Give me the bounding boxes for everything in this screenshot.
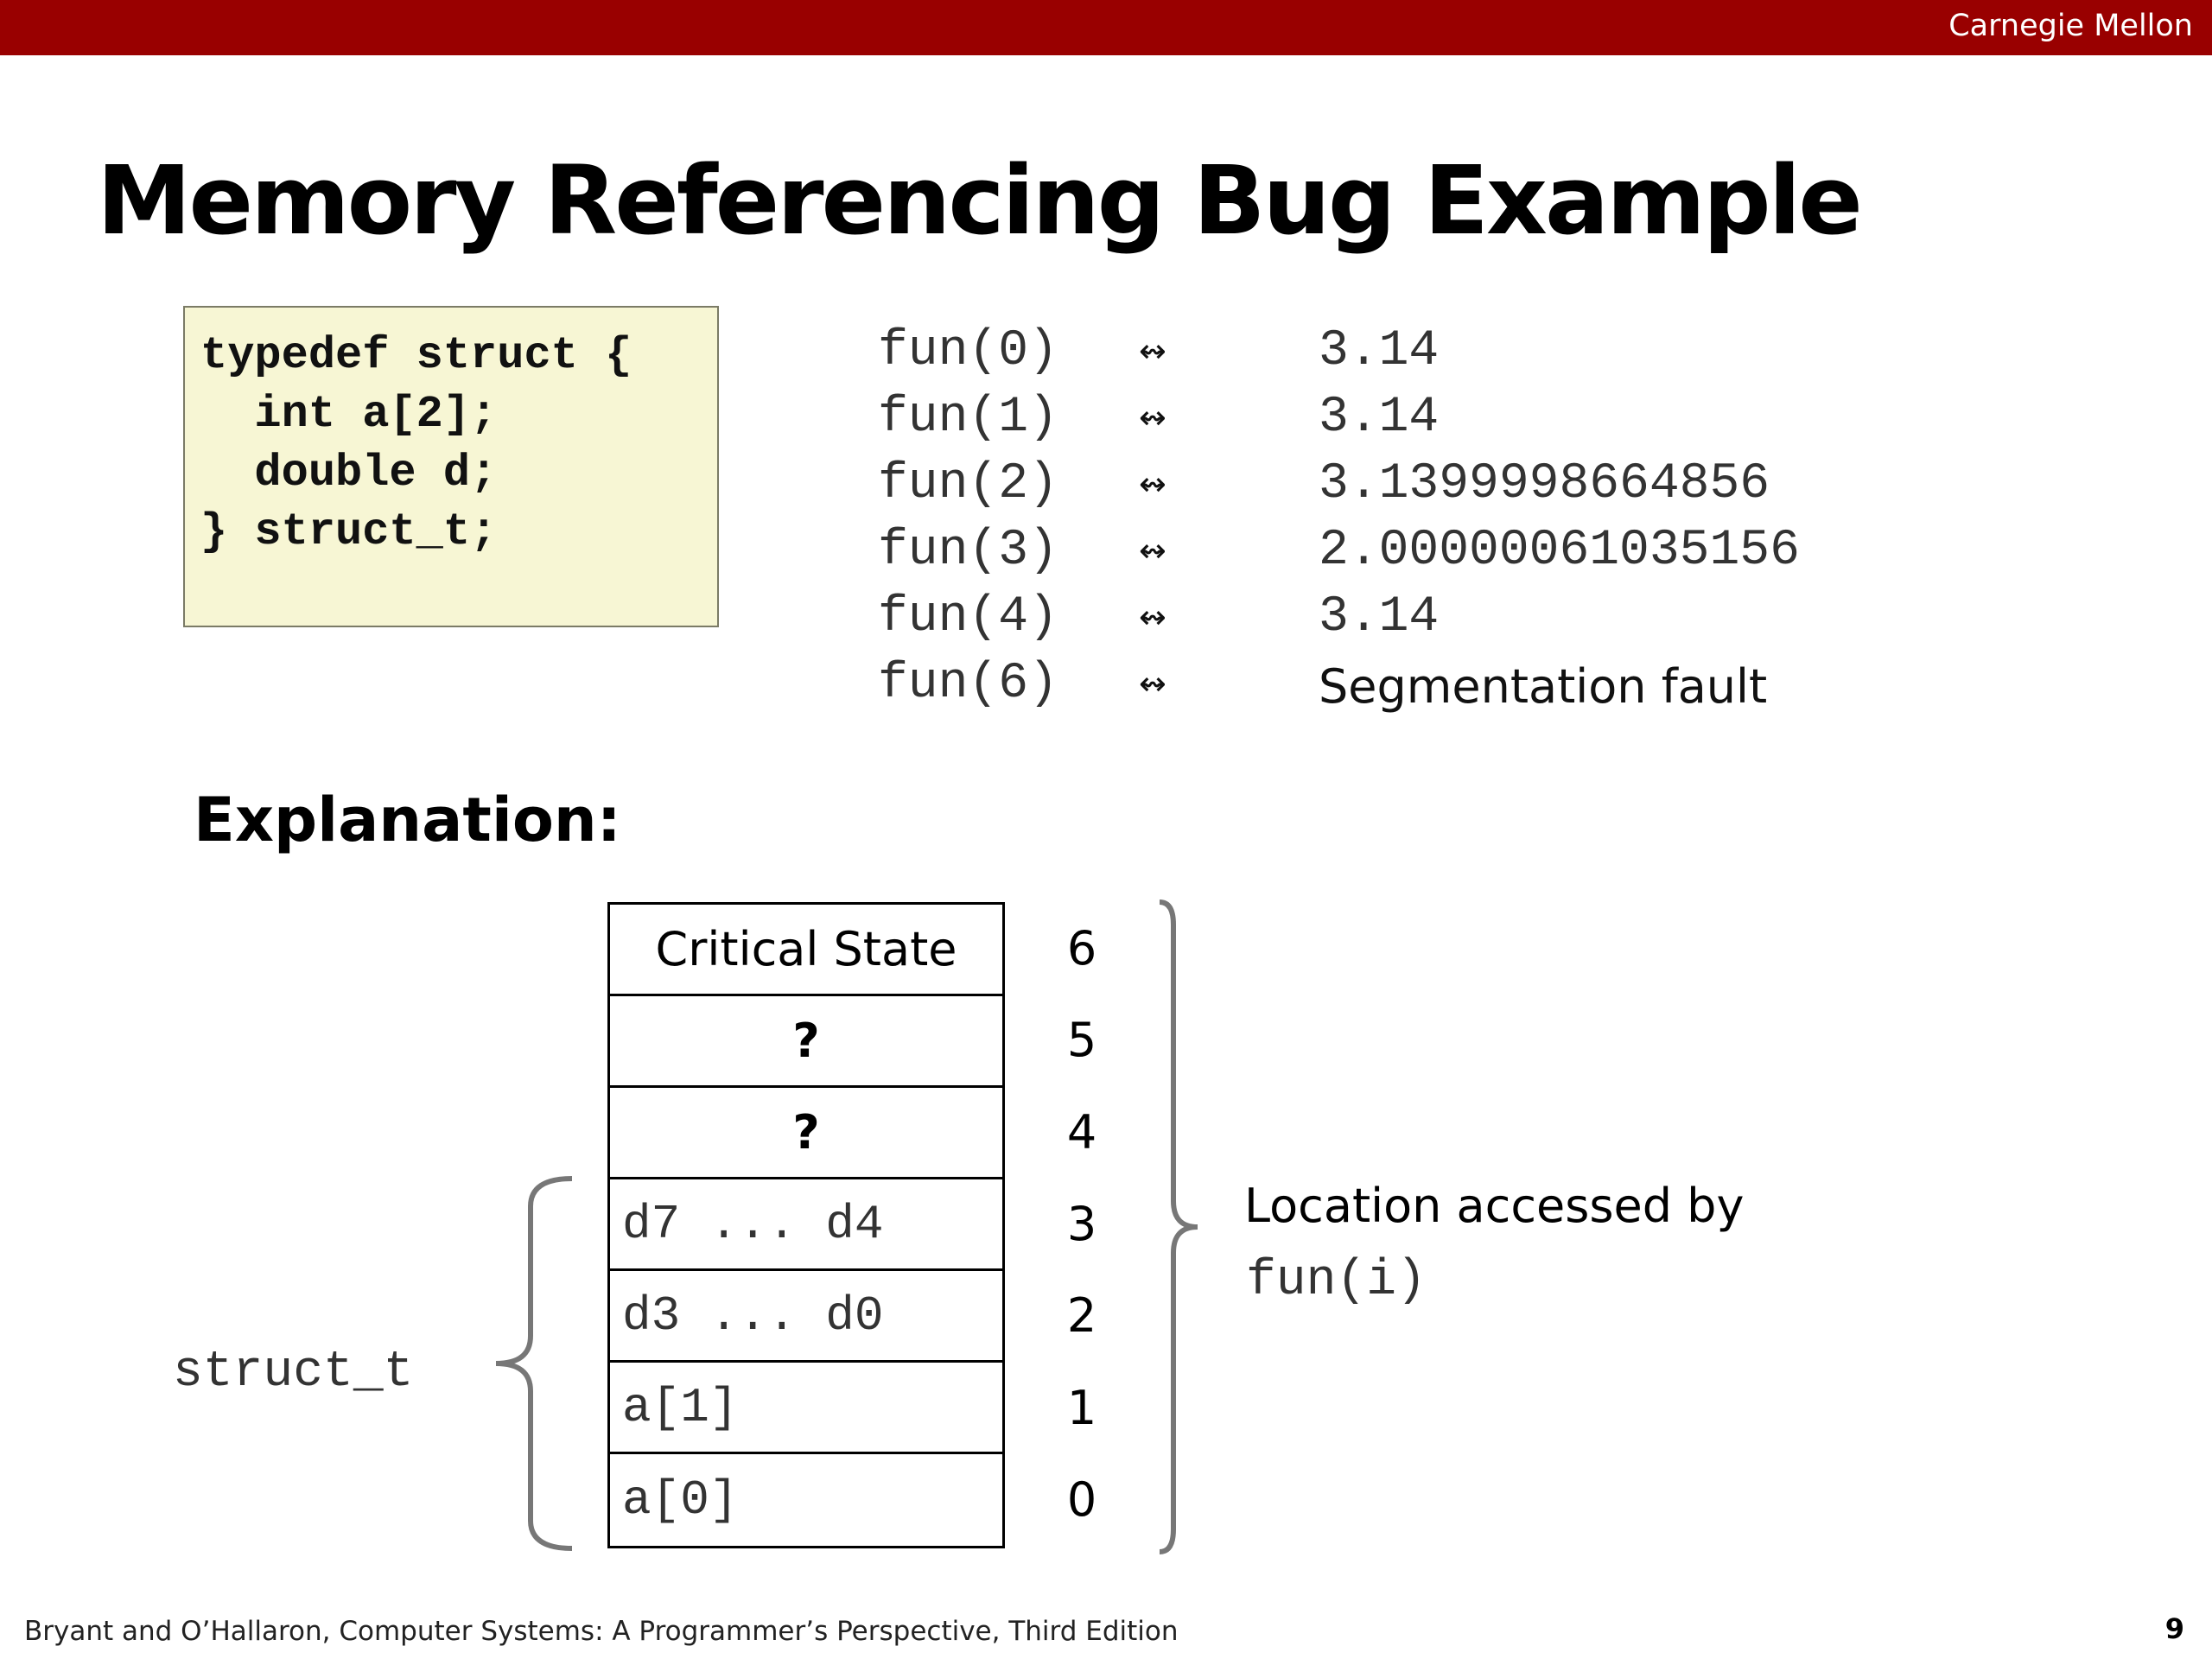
result-call: fun(1): [878, 390, 1058, 446]
result-call: fun(3): [878, 523, 1058, 579]
result-value: 3.14: [1319, 589, 1440, 645]
footer-citation: Bryant and O’Hallaron, Computer Systems:…: [24, 1616, 1179, 1647]
memory-index: 6: [1066, 921, 1097, 976]
result-call: fun(6): [878, 656, 1058, 712]
brand-label: Carnegie Mellon: [1948, 9, 2193, 43]
result-value: 3.1399998664856: [1319, 456, 1770, 512]
leads-to-icon: ↭: [1139, 531, 1166, 569]
leads-to-icon: ↭: [1139, 398, 1166, 436]
memory-index: 3: [1066, 1196, 1097, 1251]
memory-index: 5: [1066, 1013, 1097, 1068]
memory-cell: a[0]: [622, 1472, 739, 1528]
header-bar: Carnegie Mellon: [0, 0, 2212, 55]
memory-index: 1: [1066, 1380, 1097, 1435]
result-value: 3.14: [1319, 323, 1440, 379]
memory-cell: Critical State: [610, 905, 1002, 996]
result-call: fun(0): [878, 323, 1058, 379]
memory-cell: a[1]: [610, 1363, 1002, 1454]
location-code: fun(i): [1246, 1253, 1427, 1309]
leads-to-icon: ↭: [1139, 332, 1166, 370]
result-call: fun(4): [878, 589, 1058, 645]
leads-to-icon: ↭: [1139, 664, 1166, 702]
leads-to-icon: ↭: [1139, 598, 1166, 636]
memory-index: 4: [1066, 1104, 1097, 1160]
result-call: fun(2): [878, 456, 1058, 512]
struct-code-box: typedef struct { int a[2]; double d; } s…: [183, 306, 719, 627]
memory-cell: d7 ... d4: [610, 1179, 1002, 1271]
right-brace: [1159, 899, 1198, 1554]
page-number: 9: [2164, 1612, 2184, 1645]
memory-cell: ?: [610, 996, 1002, 1088]
struct-code: typedef struct { int a[2]; double d; } s…: [200, 330, 632, 557]
location-label: Location accessed by: [1244, 1179, 1745, 1233]
left-brace: [495, 1176, 573, 1551]
memory-index: 0: [1066, 1471, 1097, 1527]
explanation-heading: Explanation:: [194, 785, 621, 855]
result-value: Segmentation fault: [1319, 659, 1768, 714]
result-value: 3.14: [1319, 390, 1440, 446]
leads-to-icon: ↭: [1139, 465, 1166, 503]
memory-index: 2: [1066, 1288, 1097, 1344]
result-value: 2.00000061035156: [1319, 523, 1800, 579]
slide-title: Memory Referencing Bug Example: [97, 145, 1863, 256]
struct-t-label: struct_t: [173, 1344, 414, 1401]
memory-cell: d3 ... d0: [610, 1271, 1002, 1363]
memory-cell: ?: [610, 1088, 1002, 1179]
